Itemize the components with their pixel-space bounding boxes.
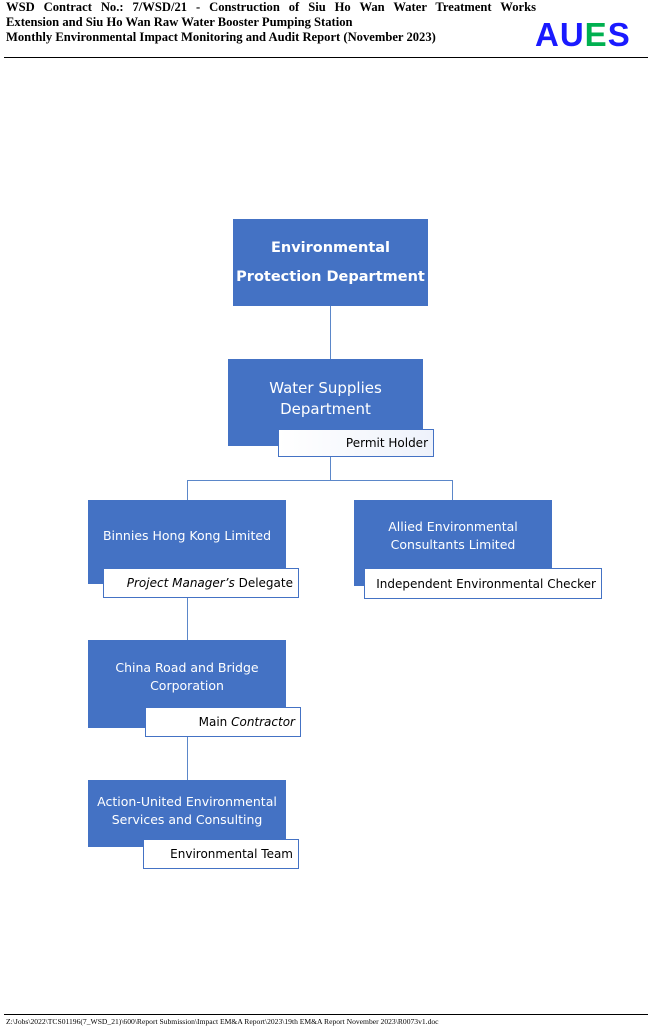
connector-wsd-down	[330, 457, 331, 480]
aues-role-label: Environmental Team	[143, 839, 299, 869]
binnies-role-rest: Delegate	[234, 576, 293, 590]
connector-binnies-crbc	[187, 598, 188, 640]
aues-name-line-2: Services and Consulting	[111, 811, 263, 827]
epd-name-line-2: Protection Department	[236, 268, 425, 285]
binnies-role-italic: Project Manager’s	[126, 576, 235, 590]
wsd-name-line-2: Department	[280, 399, 371, 418]
crbc-role-plain: Main	[198, 715, 232, 729]
aues-box: Action-United Environmental Services and…	[88, 780, 286, 847]
header-line-3: Monthly Environmental Impact Monitoring …	[6, 30, 436, 44]
crbc-name-line-1: China Road and Bridge	[115, 660, 259, 675]
allied-name-line-2: Consultants Limited	[390, 537, 516, 552]
epd-name-line-1: Environmental	[270, 239, 391, 256]
allied-name-line-1: Allied Environmental	[388, 519, 518, 534]
connector-crbc-aues	[187, 737, 188, 780]
header-rule	[4, 57, 648, 58]
header-line-1: WSD Contract No.: 7/WSD/21 - Constructio…	[6, 0, 536, 14]
binnies-name: Binnies Hong Kong Limited	[102, 528, 272, 543]
report-header: WSD Contract No.: 7/WSD/21 - Constructio…	[6, 0, 536, 45]
logo-part-au: AU	[535, 16, 585, 53]
logo-part-e: E	[584, 16, 608, 53]
wsd-name-line-1: Water Supplies	[269, 378, 382, 397]
crbc-role-italic: Contractor	[231, 715, 295, 729]
logo-part-s: S	[607, 16, 631, 53]
wsd-role-label: Permit Holder	[278, 429, 434, 457]
allied-role-label: Independent Environmental Checker	[364, 568, 602, 599]
epd-box: Environmental Protection Department	[233, 219, 428, 306]
footer-rule	[4, 1014, 648, 1015]
aues-name-line-1: Action-United Environmental	[97, 793, 277, 809]
wsd-role-text: Permit Holder	[345, 436, 428, 450]
aues-role-text: Environmental Team	[170, 847, 293, 861]
crbc-name-line-2: Corporation	[150, 678, 224, 693]
header-line-2: Extension and Siu Ho Wan Raw Water Boost…	[6, 15, 353, 29]
binnies-role-label: Project Manager’s Delegate	[103, 568, 299, 598]
connector-branch-horizontal	[187, 480, 453, 481]
allied-role-text: Independent Environmental Checker	[376, 576, 596, 591]
connector-branch-right	[452, 480, 453, 500]
footer-file-path: Z:\Jobs\2022\TCS01196(7_WSD_21)\600\Repo…	[6, 1017, 439, 1026]
crbc-role-label: Main Contractor	[145, 707, 301, 737]
aues-logo: AUES	[535, 16, 631, 54]
connector-epd-wsd	[330, 306, 331, 359]
connector-branch-left	[187, 480, 188, 500]
